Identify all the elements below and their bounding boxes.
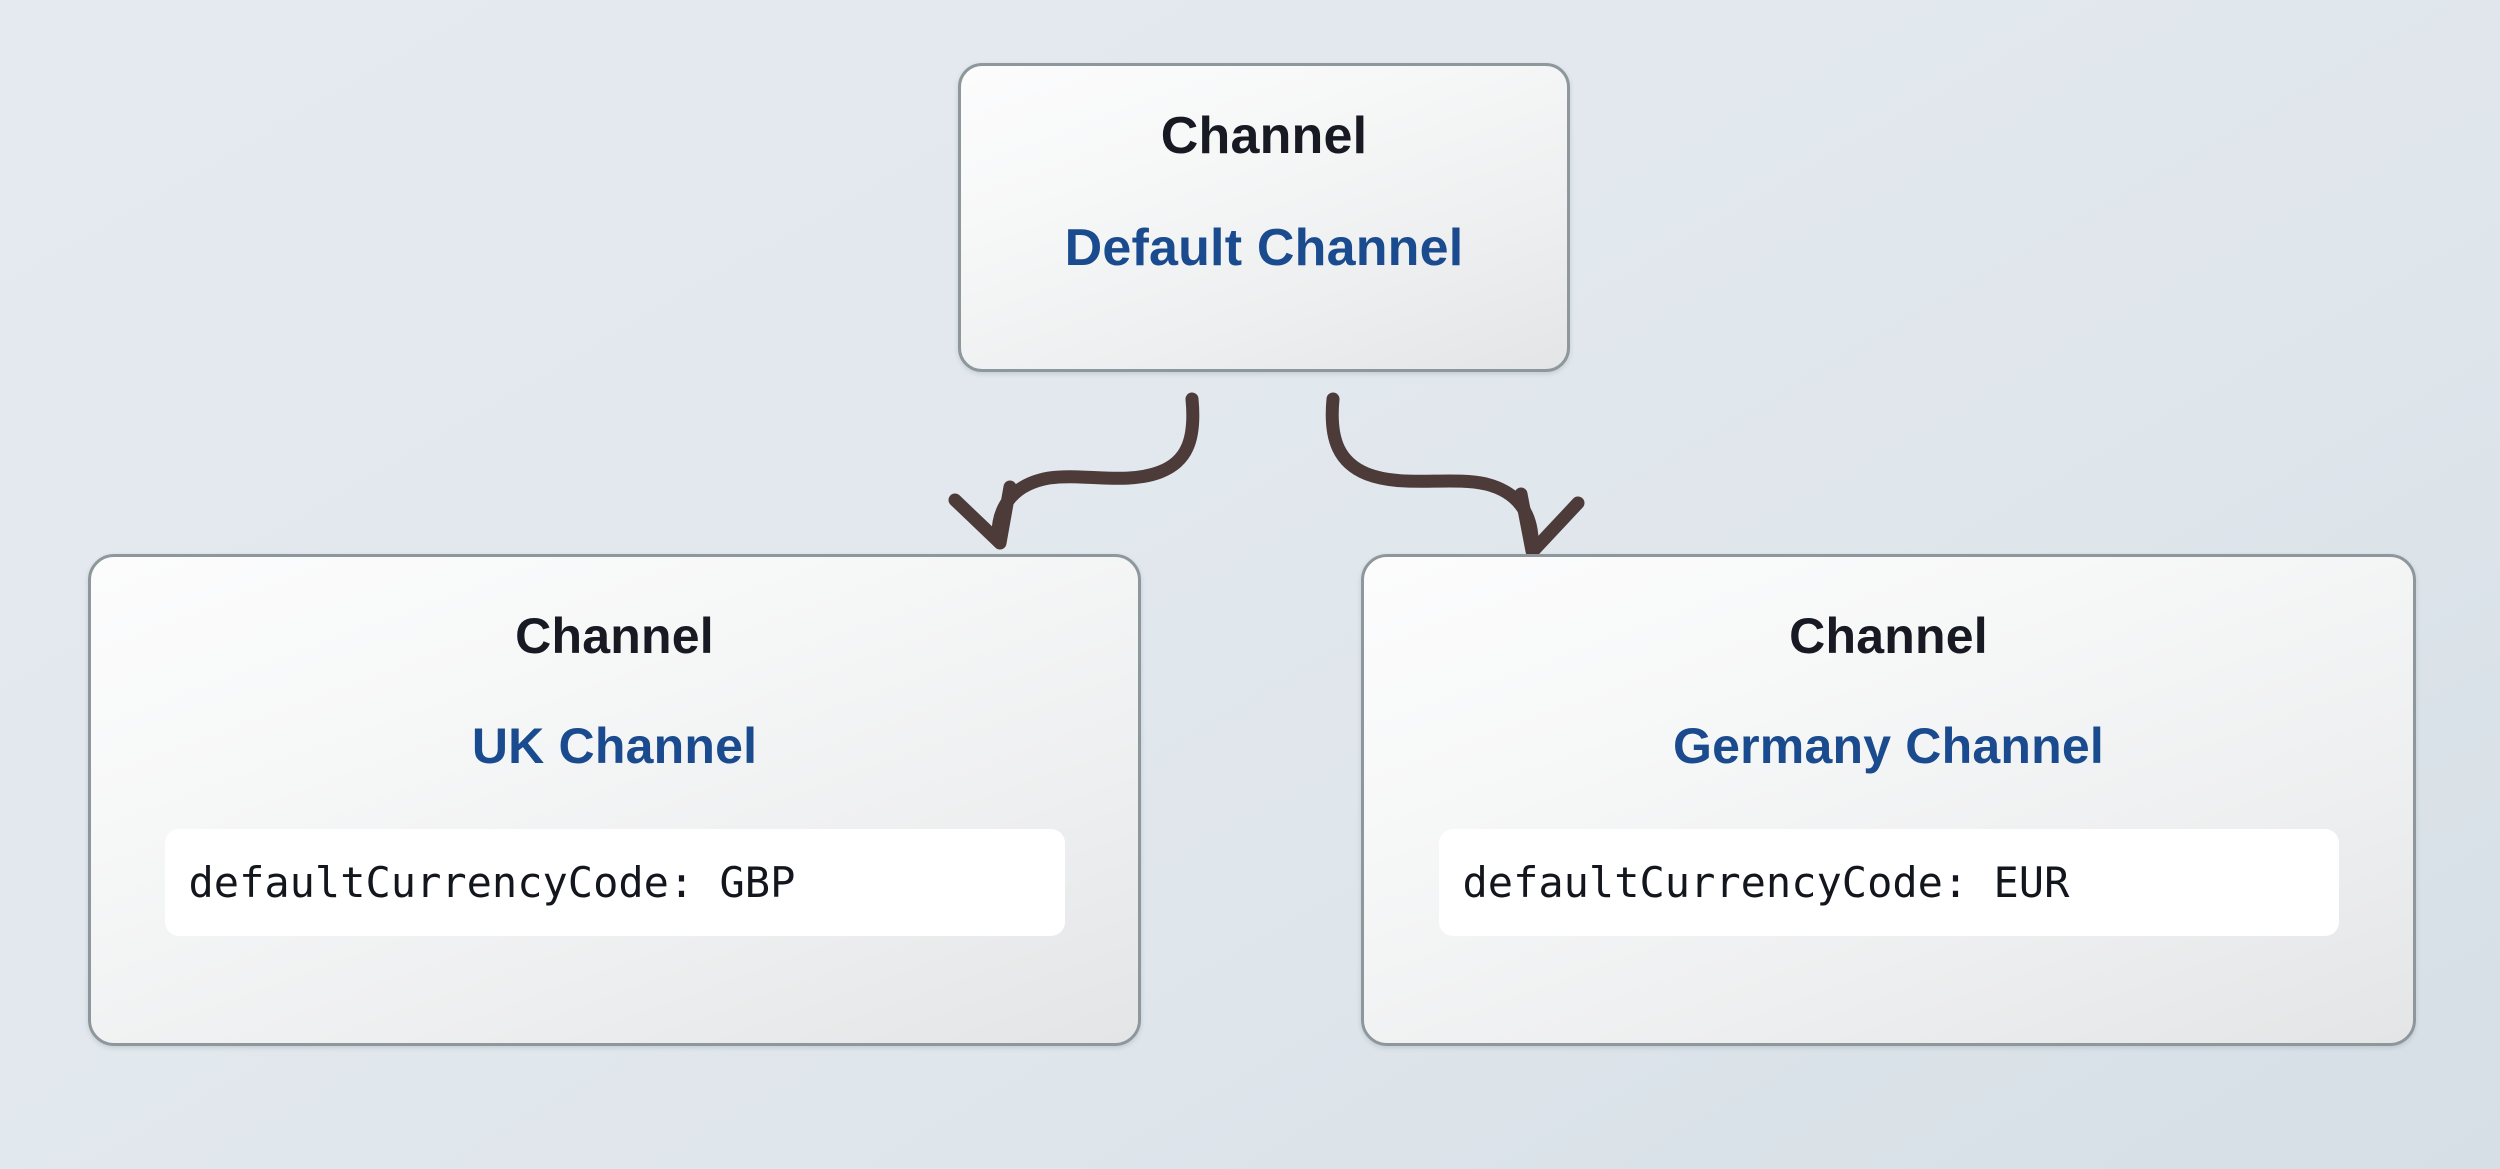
- node-property-text: defaultCurrencyCode: GBP: [188, 858, 796, 907]
- edge-root-to-uk: [991, 392, 1200, 548]
- node-card-uk-channel[interactable]: Channel UK Channel defaultCurrencyCode: …: [88, 554, 1141, 1046]
- edge-root-to-germany: [1325, 392, 1539, 556]
- node-type-label: Channel: [1160, 107, 1368, 165]
- node-title-label: UK Channel: [471, 718, 758, 774]
- node-type-label: Channel: [515, 608, 714, 664]
- edge-root-to-germany-arrowhead-left: [1514, 487, 1539, 558]
- edge-root-to-uk-arrowhead-right: [993, 480, 1017, 550]
- edge-root-to-uk-arrowhead-left: [948, 493, 1006, 549]
- node-property-box: defaultCurrencyCode: GBP: [164, 829, 1065, 936]
- node-property-text: defaultCurrencyCode: EUR: [1462, 858, 2070, 907]
- edge-root-to-germany-arrowhead-right: [1526, 496, 1585, 558]
- node-type-label: Channel: [1789, 608, 1988, 664]
- node-card-germany-channel[interactable]: Channel Germany Channel defaultCurrencyC…: [1361, 554, 2416, 1046]
- node-card-default-channel[interactable]: Channel Default Channel: [958, 63, 1570, 372]
- node-title-label: Germany Channel: [1673, 718, 2104, 774]
- node-title-label: Default Channel: [1064, 219, 1464, 277]
- node-property-box: defaultCurrencyCode: EUR: [1438, 829, 2339, 936]
